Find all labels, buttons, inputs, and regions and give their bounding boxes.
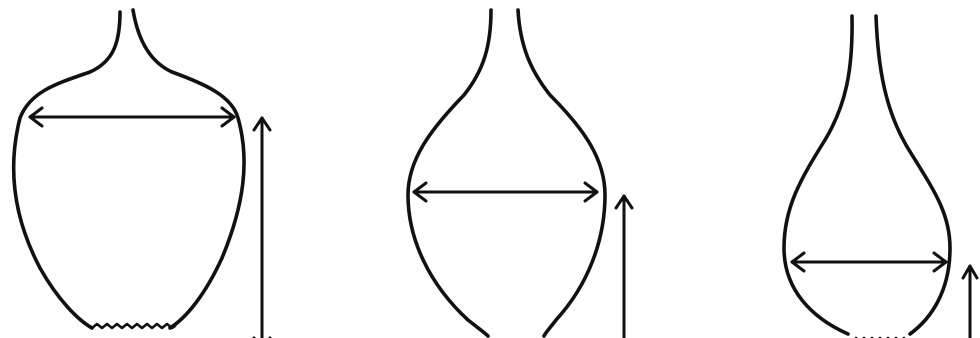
height-arrow-right <box>963 266 977 338</box>
bulb-base-left <box>92 324 175 328</box>
bulb-outline-right <box>784 16 852 334</box>
width-arrow-left <box>30 108 234 126</box>
width-arrow-right <box>792 253 946 271</box>
bulb-outline-left-right <box>133 10 244 328</box>
bulb-outline-middle-right <box>518 10 605 336</box>
height-arrow-left <box>254 118 270 338</box>
bulb-outline-right-right <box>876 16 950 334</box>
bulb-shape-middle <box>408 10 632 338</box>
height-arrow-middle <box>616 196 632 338</box>
bulb-shape-right <box>784 16 977 338</box>
width-arrow-middle <box>414 183 597 201</box>
bulb-outline-middle <box>408 10 491 336</box>
bulb-shape-left <box>14 10 270 338</box>
bulb-outline-left <box>14 12 120 328</box>
